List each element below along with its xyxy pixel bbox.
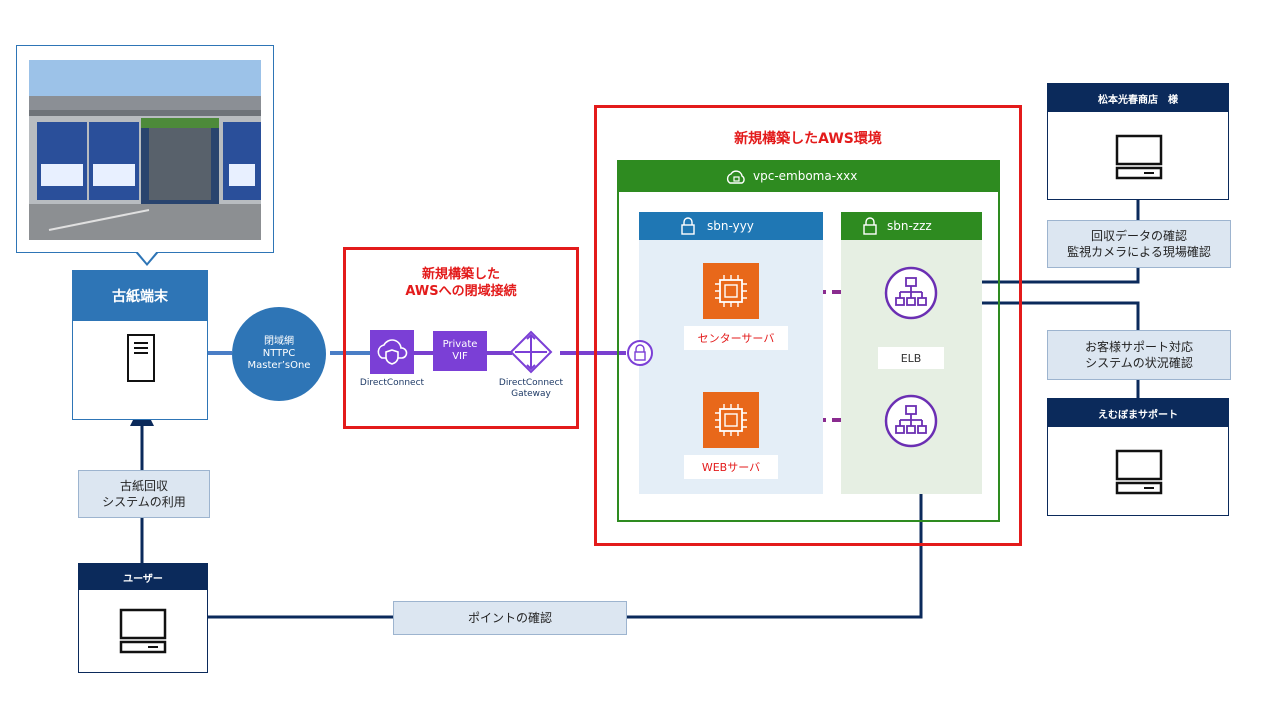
usage-label-line2: システムの利用 <box>102 495 186 509</box>
private-vif-line2: VIF <box>452 351 468 362</box>
closed-network-line2: NTTPC <box>262 348 296 359</box>
closed-network-node: 閉域網 NTTPC Master’sOne <box>232 307 326 401</box>
support-label-line1: お客様サポート対応 <box>1084 340 1193 354</box>
ec2-icon <box>703 392 759 448</box>
subnet-zzz-header: sbn-zzz <box>841 212 982 240</box>
private-vif-line1: Private <box>442 339 478 350</box>
points-label: ポイントの確認 <box>393 601 627 635</box>
connection-title-line2: AWSへの閉域接続 <box>405 284 517 299</box>
connection-title: 新規構築した AWSへの閉域接続 <box>346 266 576 300</box>
computer-icon <box>1115 134 1163 180</box>
store-label-line1: 回収データの確認 <box>1090 229 1187 243</box>
dc-gateway-icon <box>509 330 553 374</box>
lock-icon <box>863 217 877 235</box>
elb-icon <box>884 266 938 320</box>
store-box: 松本光春商店 様 <box>1047 83 1229 200</box>
support-label: お客様サポート対応 システムの状況確認 <box>1047 330 1231 380</box>
usage-label-line1: 古紙回収 <box>119 479 168 493</box>
ec2-icon <box>703 263 759 319</box>
computer-icon <box>119 608 167 654</box>
user-title: ユーザー <box>79 564 207 590</box>
user-box: ユーザー <box>78 563 208 673</box>
private-vif-box: Private VIF <box>433 331 487 371</box>
paper-terminal: 古紙端末 <box>72 270 208 420</box>
vpc-container: vpc-emboma-xxx <box>617 160 1000 522</box>
terminal-title: 古紙端末 <box>73 271 207 321</box>
elb-icon <box>884 394 938 448</box>
dc-gateway-line1: DirectConnect <box>498 378 564 388</box>
closed-network-line3: Master’sOne <box>247 360 311 371</box>
vpc-header: vpc-emboma-xxx <box>619 162 998 192</box>
support-label-line2: システムの状況確認 <box>1085 356 1193 370</box>
subnet-yyy: sbn-yyy <box>639 212 823 494</box>
subnet-zzz-label: sbn-zzz <box>887 219 932 233</box>
vpc-gateway-lock-icon <box>627 340 653 366</box>
store-label-line2: 監視カメラによる現場確認 <box>1067 245 1211 259</box>
dc-gateway-line2: Gateway <box>511 389 551 399</box>
photo-callout <box>16 45 274 266</box>
computer-icon <box>1115 449 1163 495</box>
center-server-label: センターサーバ <box>684 326 788 350</box>
closed-network-line1: 閉域網 <box>264 336 294 347</box>
dc-gateway-node: DirectConnect Gateway <box>495 330 571 404</box>
cloud-lock-icon <box>726 170 745 184</box>
aws-environment: 新規構築したAWS環境 <box>594 105 1022 546</box>
support-title: えむぼまサポート <box>1048 399 1228 427</box>
store-label: 回収データの確認 監視カメラによる現場確認 <box>1047 220 1231 268</box>
usage-label: 古紙回収 システムの利用 <box>78 470 210 518</box>
web-server-label: WEBサーバ <box>684 455 778 479</box>
lock-icon <box>681 217 695 235</box>
recycling-station-photo <box>29 60 261 240</box>
elb-label: ELB <box>878 347 944 369</box>
subnet-yyy-header: sbn-yyy <box>639 212 823 240</box>
direct-connect-label: DirectConnect <box>359 378 425 388</box>
server-tower-icon <box>127 334 155 382</box>
support-box: えむぼまサポート <box>1047 398 1229 516</box>
closed-connection-group: 新規構築した AWSへの閉域接続 <box>343 247 579 429</box>
aws-env-title: 新規構築したAWS環境 <box>734 131 882 147</box>
dc-gateway-label: DirectConnect Gateway <box>495 378 567 400</box>
direct-connect-icon <box>370 330 414 374</box>
subnet-yyy-label: sbn-yyy <box>707 219 754 233</box>
connection-title-line1: 新規構築した <box>421 267 500 282</box>
callout-pointer <box>137 251 157 263</box>
store-title: 松本光春商店 様 <box>1048 84 1228 112</box>
direct-connect-node: DirectConnect <box>354 330 434 394</box>
vpc-label: vpc-emboma-xxx <box>753 169 858 183</box>
